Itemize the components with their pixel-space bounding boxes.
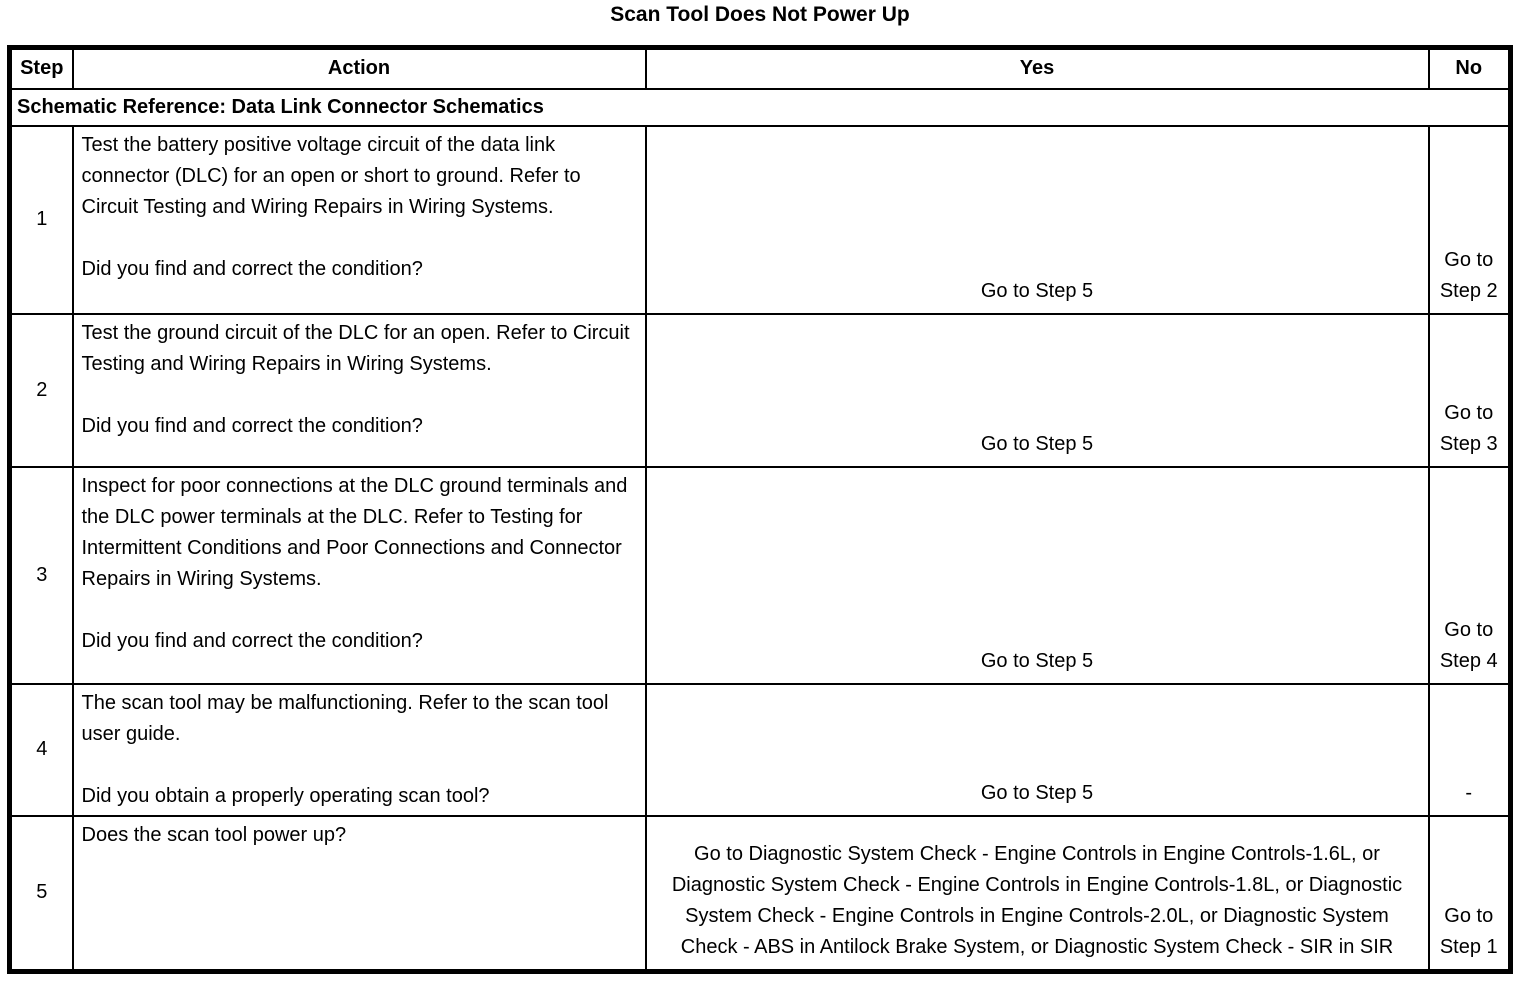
column-header-yes: Yes — [644, 46, 1430, 90]
action-cell: Inspect for poor connections at the DLC … — [71, 465, 647, 685]
no-cell: Go to Step 1 — [1427, 814, 1512, 973]
table-row: 5 Does the scan tool power up? Go to Dia… — [8, 814, 1512, 973]
column-header-no: No — [1427, 46, 1512, 90]
column-header-step: Step — [8, 46, 74, 90]
schematic-reference-text: Schematic Reference: Data Link Connector… — [8, 87, 1512, 127]
action-question: Did you find and correct the condition? — [81, 257, 423, 280]
yes-cell: Go to Diagnostic System Check - Engine C… — [644, 814, 1430, 973]
no-cell: - — [1427, 682, 1512, 817]
action-text: The scan tool may be malfunctioning. Ref… — [81, 691, 609, 745]
table-row: 1 Test the battery positive voltage circ… — [8, 124, 1512, 315]
action-cell: Test the ground circuit of the DLC for a… — [71, 312, 647, 468]
no-cell: Go to Step 4 — [1427, 465, 1512, 685]
action-text: Inspect for poor connections at the DLC … — [81, 474, 628, 590]
yes-cell: Go to Step 5 — [644, 465, 1430, 685]
step-cell: 1 — [8, 124, 74, 315]
yes-cell: Go to Step 5 — [644, 124, 1430, 315]
yes-cell: Go to Step 5 — [644, 682, 1430, 817]
table-header-row: Step Action Yes No — [8, 46, 1512, 90]
step-cell: 5 — [8, 814, 74, 973]
yes-cell: Go to Step 5 — [644, 312, 1430, 468]
no-cell: Go to Step 3 — [1427, 312, 1512, 468]
table-row: 2 Test the ground circuit of the DLC for… — [8, 312, 1512, 468]
action-question: Did you find and correct the condition? — [81, 414, 423, 437]
action-text: Test the ground circuit of the DLC for a… — [81, 321, 630, 375]
step-cell: 4 — [8, 682, 74, 817]
action-cell: Test the battery positive voltage circui… — [71, 124, 647, 315]
step-cell: 3 — [8, 465, 74, 685]
table-row: 4 The scan tool may be malfunctioning. R… — [8, 682, 1512, 817]
action-question: Did you obtain a properly operating scan… — [81, 784, 490, 807]
page-title: Scan Tool Does Not Power Up — [610, 3, 910, 26]
action-text: Does the scan tool power up? — [81, 823, 347, 846]
action-text: Test the battery positive voltage circui… — [81, 133, 581, 218]
action-cell: The scan tool may be malfunctioning. Ref… — [71, 682, 647, 817]
table-row: 3 Inspect for poor connections at the DL… — [8, 465, 1512, 685]
action-question: Did you find and correct the condition? — [81, 629, 423, 652]
action-cell: Does the scan tool power up? — [71, 814, 647, 973]
no-cell: Go to Step 2 — [1427, 124, 1512, 315]
step-cell: 2 — [8, 312, 74, 468]
column-header-action: Action — [71, 46, 647, 90]
schematic-reference-row: Schematic Reference: Data Link Connector… — [8, 87, 1512, 127]
diagnostic-table: Step Action Yes No Schematic Reference: … — [7, 45, 1513, 974]
